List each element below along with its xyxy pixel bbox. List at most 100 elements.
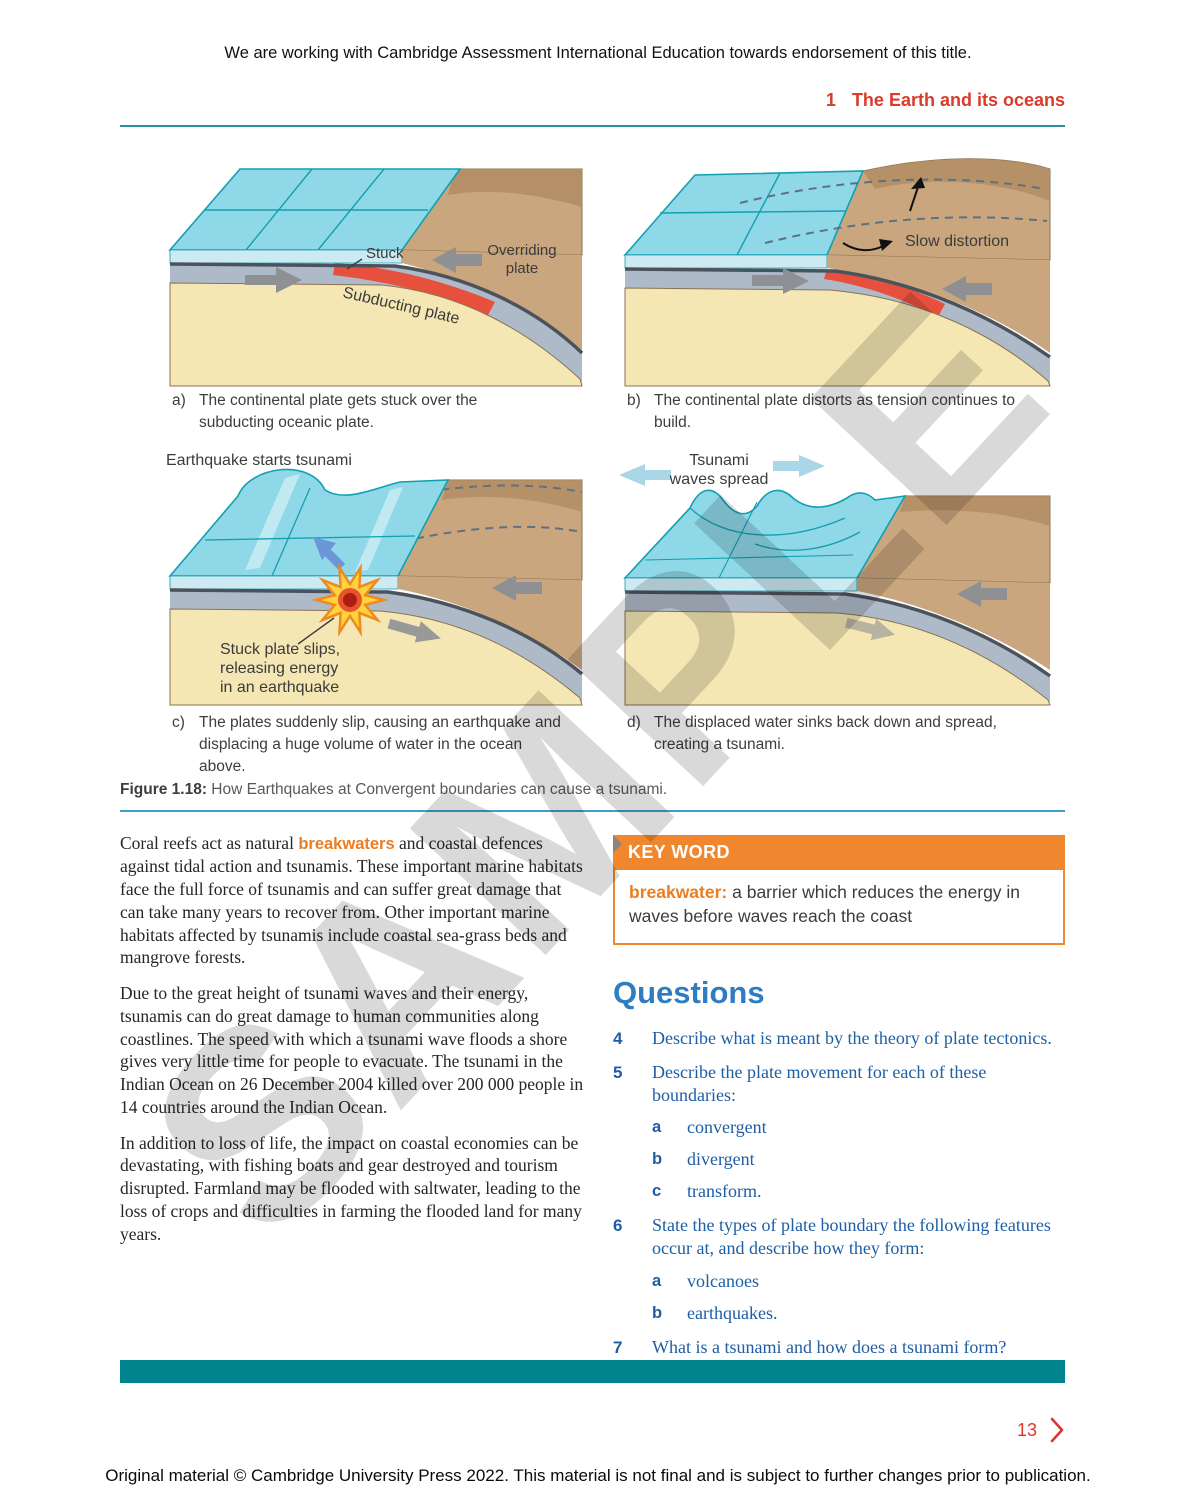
body-text-column: Coral reefs act as natural breakwaters a… <box>120 832 586 1245</box>
plate-boundary-line <box>169 588 584 676</box>
tsunami-spread-left-arrow-icon <box>619 464 671 486</box>
caption-c: c) The plates suddenly slip, causing an … <box>172 714 561 775</box>
key-word-definition: a barrier which reduces the energy in wa… <box>629 882 1021 926</box>
wave-contour-1 <box>689 507 846 536</box>
figure-caption-text: How Earthquakes at Convergent boundaries… <box>207 781 668 798</box>
plate-motion-left-arrow-icon <box>432 247 482 273</box>
page-number-row: 13 <box>950 1416 1065 1444</box>
label-note-3: in an earthquake <box>220 679 339 696</box>
page-number: 13 <box>1016 1419 1037 1440</box>
copyright-footer: Original material © Cambridge University… <box>105 1466 1091 1485</box>
chapter-title: The Earth and its oceans <box>851 90 1065 110</box>
plate-motion-left-arrow-icon <box>942 276 992 302</box>
figure-caption-label: Figure 1.18: <box>120 781 207 798</box>
plate-motion-right-arrow-icon <box>752 268 809 294</box>
figure-caption: Figure 1.18: How Earthquakes at Converge… <box>120 781 1065 799</box>
figure-divider <box>120 810 1065 812</box>
label-note-1: Stuck plate slips, <box>220 641 340 658</box>
questions-list: 4 Describe what is meant by the theory o… <box>613 1027 1065 1358</box>
plate-boundary-line <box>624 267 1052 359</box>
ocean-top-face-wave-bulge <box>168 468 450 577</box>
diagram-panel-c: Earthquake starts tsunami Stuck plate sl… <box>166 452 584 706</box>
water-uplift-arrow-head <box>313 537 336 560</box>
subducting-slab <box>170 589 582 702</box>
stuck-zone <box>824 269 945 317</box>
plate-boundary-line <box>624 590 1052 678</box>
question-6a: a volcanoes <box>652 1270 759 1291</box>
footer-teal-bar <box>120 1360 1065 1383</box>
key-word-term: breakwater: <box>629 882 728 902</box>
wave-streak-1 <box>245 474 300 570</box>
subducting-slab <box>170 263 582 383</box>
question-5b: b divergent <box>652 1149 755 1170</box>
plate-grid-lines <box>205 168 428 251</box>
caption-b: b) The continental plate distorts as ten… <box>627 392 1016 431</box>
label-overriding-2: plate <box>506 260 539 277</box>
paragraph-coral-reefs: Coral reefs act as natural breakwaters a… <box>120 833 583 968</box>
land-shading <box>863 158 1050 201</box>
mantle-face <box>624 287 1051 387</box>
water-edge <box>624 254 828 269</box>
key-word-body: breakwater: a barrier which reduces the … <box>613 870 1065 946</box>
label-note-2: releasing energy <box>220 660 338 677</box>
plate-grid-lines <box>659 172 846 256</box>
question-5c: c transform. <box>652 1181 762 1202</box>
distortion-arrow-up-head <box>911 177 925 189</box>
plate-motion-downright-arrow-icon <box>845 617 895 641</box>
plate-motion-downright-arrow-icon <box>387 618 441 643</box>
caption-d: d) The displaced water sinks back down a… <box>627 714 997 753</box>
label-earthquake-starts: Earthquake starts tsunami <box>166 452 352 469</box>
overriding-plate-face <box>398 576 582 670</box>
distortion-dashed-line-2 <box>764 216 1048 244</box>
question-7: 7 What is a tsunami and how does a tsuna… <box>613 1336 1007 1357</box>
question-5: 5 Describe the plate movement for each o… <box>613 1062 987 1106</box>
label-overriding-1: Overriding <box>487 242 556 259</box>
stuck-leader-line <box>346 258 363 270</box>
sidebar-column: KEY WORD breakwater: a barrier which red… <box>613 835 1065 1359</box>
plate-motion-right-arrow-icon <box>245 267 302 293</box>
wave-streak-2 <box>355 487 403 572</box>
chevron-right-icon <box>1050 1417 1064 1443</box>
paragraph-tsunami-damage: Due to the great height of tsunami waves… <box>120 983 584 1117</box>
ocean-top-face-waves <box>623 489 907 579</box>
keyword-breakwaters: breakwaters <box>298 835 395 853</box>
question-4: 4 Describe what is meant by the theory o… <box>613 1028 1052 1049</box>
wave-contour-2 <box>754 531 861 551</box>
mantle-face <box>169 608 583 706</box>
endorsement-notice: We are working with Cambridge Assessment… <box>224 44 972 62</box>
mantle-face <box>624 610 1051 706</box>
land-shading <box>900 496 1050 526</box>
key-word-header: KEY WORD <box>613 835 1065 870</box>
key-word-box: KEY WORD breakwater: a barrier which red… <box>613 835 1065 946</box>
plate-motion-left-arrow-icon <box>492 575 542 601</box>
question-5a: a convergent <box>652 1117 767 1138</box>
chapter-heading: 1 The Earth and its oceans <box>120 90 1065 111</box>
overriding-plate-face <box>857 578 1050 670</box>
stuck-zone <box>333 263 495 315</box>
earthquake-explosion-icon <box>311 563 389 637</box>
diagram-panel-a: Stuck Overriding plate Subducting plate <box>168 168 584 387</box>
overriding-plate-face <box>827 255 1050 353</box>
label-tsunami-1: Tsunami <box>689 452 749 469</box>
chapter-number: 1 <box>825 90 836 110</box>
plate-grid-lines <box>644 501 854 579</box>
distortion-arrow-curved <box>842 242 884 252</box>
diagram-panel-b: Slow distortion <box>623 158 1052 387</box>
mantle-face <box>169 282 583 387</box>
label-stuck: Stuck <box>366 245 404 262</box>
questions-heading: Questions <box>613 975 765 1011</box>
paragraph-economic-impact: In addition to loss of life, the impact … <box>120 1132 582 1244</box>
distortion-arrow-curved-head <box>879 239 893 251</box>
caption-a: a) The continental plate gets stuck over… <box>172 392 478 431</box>
question-6: 6 State the types of plate boundary the … <box>613 1215 1051 1259</box>
land-shading <box>448 169 582 207</box>
label-tsunami-2: waves spread <box>669 471 769 488</box>
label-slow-distortion: Slow distortion <box>905 233 1009 250</box>
tsunami-spread-right-arrow-icon <box>773 455 825 477</box>
distortion-dashed-line-1 <box>739 178 1046 204</box>
plate-grid-lines <box>204 487 416 577</box>
diagram-panel-d: Tsunami waves spread <box>619 452 1052 706</box>
plate-boundary-line <box>169 262 584 355</box>
plate-motion-left-arrow-icon <box>957 581 1007 607</box>
